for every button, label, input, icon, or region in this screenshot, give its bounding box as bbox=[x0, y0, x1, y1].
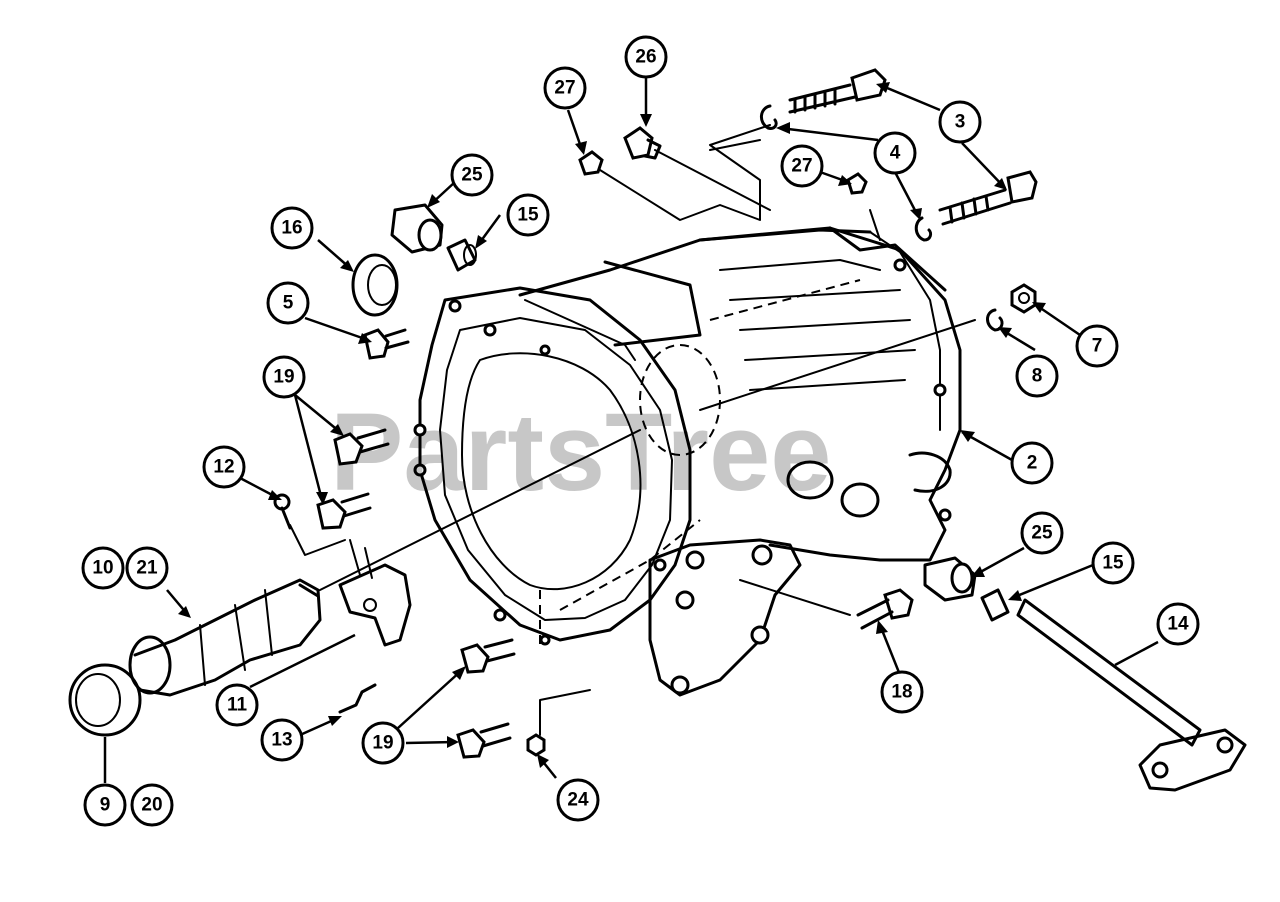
shift-fork-11 bbox=[338, 539, 412, 647]
bushing-15-upper bbox=[446, 238, 477, 272]
alignment-lines bbox=[289, 124, 976, 736]
svg-text:8: 8 bbox=[1032, 366, 1043, 387]
washer-8 bbox=[986, 308, 1004, 332]
svg-text:18: 18 bbox=[891, 682, 912, 703]
callout-18: 18 bbox=[880, 670, 924, 714]
bolt-19-d bbox=[456, 722, 512, 759]
callout-20: 20 bbox=[130, 783, 174, 827]
bolt-19-a bbox=[333, 428, 390, 466]
callout-15-lower: 15 bbox=[1091, 541, 1135, 585]
callout-12: 12 bbox=[202, 445, 246, 489]
shaft-assembly-10-21 bbox=[128, 578, 322, 697]
callout-3-lower: 3 bbox=[955, 112, 966, 133]
svg-text:9: 9 bbox=[100, 795, 111, 816]
svg-text:27: 27 bbox=[791, 156, 812, 177]
svg-text:25: 25 bbox=[1031, 523, 1053, 544]
seal-16 bbox=[351, 253, 399, 317]
bolt-5 bbox=[363, 328, 410, 360]
fitting-27-left bbox=[578, 150, 604, 176]
plug-26 bbox=[623, 126, 662, 160]
svg-text:10: 10 bbox=[92, 558, 113, 579]
callout-leaders bbox=[103, 78, 1159, 783]
callout-25-upper: 25 bbox=[450, 153, 494, 197]
callout-4: 4 bbox=[873, 131, 917, 175]
nut-7 bbox=[1010, 283, 1037, 314]
callout-2: 2 bbox=[1010, 441, 1054, 485]
callout-9: 9 bbox=[83, 783, 127, 827]
lock-washer-4 bbox=[760, 104, 933, 242]
callout-19-upper: 19 bbox=[262, 355, 306, 399]
callout-25-lower: 25 bbox=[1020, 511, 1064, 555]
callout-15-upper: 15 bbox=[506, 193, 550, 237]
svg-text:2: 2 bbox=[1027, 453, 1038, 474]
callout-3-upper: 3 bbox=[938, 100, 982, 144]
callout-14: 14 bbox=[1156, 602, 1200, 646]
callout-19-lower: 19 bbox=[361, 721, 405, 765]
svg-text:4: 4 bbox=[890, 143, 901, 164]
svg-text:11: 11 bbox=[227, 695, 248, 716]
callout-3-lower-label: 3 bbox=[955, 112, 966, 133]
callout-11: 11 bbox=[215, 683, 259, 727]
svg-text:26: 26 bbox=[635, 47, 656, 68]
bolt-3-upper bbox=[788, 68, 887, 114]
svg-text:20: 20 bbox=[141, 795, 162, 816]
bolt-19-b bbox=[316, 492, 372, 530]
bushing-15-lower bbox=[980, 588, 1010, 622]
svg-text:19: 19 bbox=[372, 733, 393, 754]
nut-24 bbox=[526, 733, 546, 757]
fitting-27-right bbox=[846, 172, 868, 195]
callout-5: 5 bbox=[266, 281, 310, 325]
svg-text:15: 15 bbox=[517, 205, 539, 226]
svg-text:24: 24 bbox=[567, 790, 589, 811]
callout-27-right: 27 bbox=[780, 144, 824, 188]
bearing-9-20 bbox=[68, 663, 142, 737]
callout-26: 26 bbox=[624, 35, 668, 79]
callout-27-left: 27 bbox=[543, 66, 587, 110]
svg-text:15: 15 bbox=[1102, 553, 1124, 574]
svg-text:21: 21 bbox=[136, 558, 158, 579]
callout-7: 7 bbox=[1075, 324, 1119, 368]
shift-lever-14 bbox=[1016, 598, 1247, 792]
svg-text:12: 12 bbox=[213, 457, 234, 478]
svg-text:19: 19 bbox=[273, 367, 294, 388]
bolt-19-c bbox=[460, 638, 516, 674]
callout-16: 16 bbox=[270, 206, 314, 250]
callout-10: 10 bbox=[81, 546, 125, 590]
svg-text:13: 13 bbox=[271, 730, 292, 751]
clip-13 bbox=[338, 683, 377, 714]
svg-text:7: 7 bbox=[1092, 336, 1103, 357]
watermark: PartsTree bbox=[330, 391, 831, 514]
svg-text:16: 16 bbox=[281, 218, 302, 239]
callout-13: 13 bbox=[260, 718, 304, 762]
svg-text:25: 25 bbox=[461, 165, 483, 186]
bushing-25-upper bbox=[390, 203, 444, 254]
callout-24: 24 bbox=[556, 778, 600, 822]
bushing-25-lower bbox=[923, 556, 977, 602]
svg-text:27: 27 bbox=[554, 78, 575, 99]
svg-text:3: 3 bbox=[955, 112, 966, 133]
bolt-18 bbox=[856, 588, 914, 630]
transmission-housing bbox=[413, 226, 962, 697]
svg-text:14: 14 bbox=[1167, 614, 1189, 635]
bolt-3-lower bbox=[938, 170, 1038, 226]
callout-8: 8 bbox=[1015, 354, 1059, 398]
svg-text:5: 5 bbox=[283, 293, 294, 314]
callout-21: 21 bbox=[125, 546, 169, 590]
